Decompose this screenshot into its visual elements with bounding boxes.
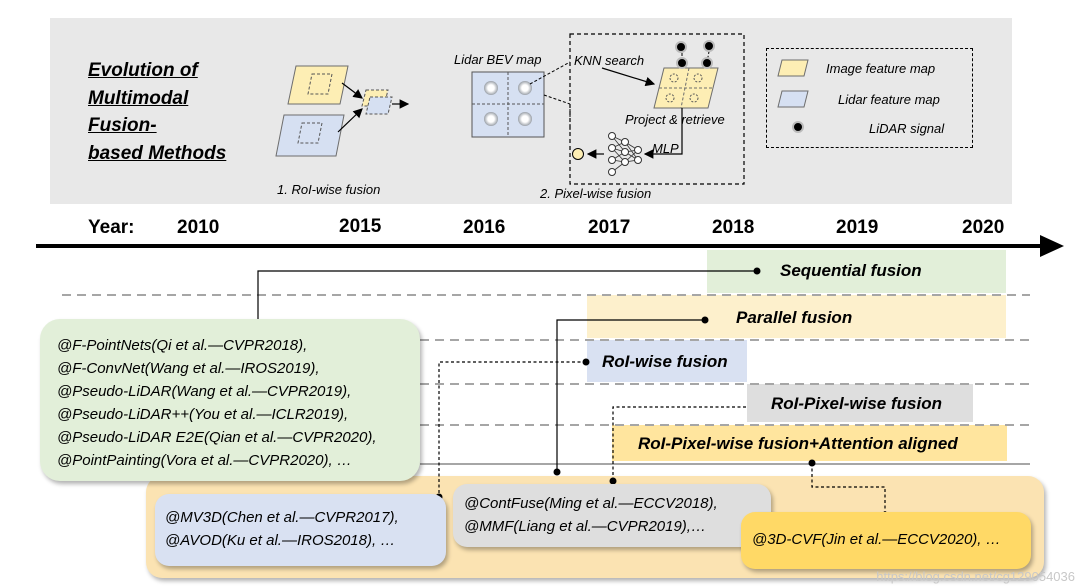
roi-fusion-sketch: [275, 65, 410, 157]
sequential-papers-box: @F-PointNets(Qi et al.—CVPR2018), @F-Con…: [40, 319, 420, 481]
roi-pixel-att-papers-box: @3D-CVF(Jin et al.—ECCV2020), …: [741, 512, 1031, 569]
year-2015: 2015: [339, 216, 382, 237]
category-roi-wise: RoI-wise fusion: [602, 352, 728, 371]
title-line-4: based Methods: [88, 142, 227, 164]
paper-item: @3D-CVF(Jin et al.—ECCV2020), …: [752, 531, 1001, 548]
mlp-label: MLP: [652, 141, 679, 156]
paper-item: @Pseudo-LiDAR(Wang et al.—CVPR2019),: [57, 383, 352, 400]
category-sequential: Sequential fusion: [780, 261, 922, 280]
roi-papers-box: @MV3D(Chen et al.—CVPR2017), @AVOD(Ku et…: [155, 494, 446, 566]
year-2010: 2010: [177, 217, 220, 238]
paper-item: @ContFuse(Ming et al.—ECCV2018),: [464, 495, 718, 512]
paper-item: @PointPainting(Vora et al.—CVPR2020), …: [57, 452, 352, 469]
legend-glyphs: [777, 59, 809, 133]
paper-item: @F-PointNets(Qi et al.—CVPR2018),: [57, 337, 308, 354]
pixel-caption: 2. Pixel-wise fusion: [540, 186, 652, 201]
paper-item: @MMF(Liang et al.—CVPR2019),…: [464, 518, 706, 535]
figure-title: Evolution of Multimodal Fusion- based Me…: [88, 57, 258, 167]
roi-caption: 1. RoI-wise fusion: [277, 182, 381, 197]
year-2016: 2016: [463, 217, 506, 238]
year-label: Year:: [88, 217, 135, 238]
watermark: https://blog.csdn.net/cg129054036: [876, 569, 1075, 584]
year-2017: 2017: [588, 217, 631, 238]
roi-pixel-band: [747, 384, 973, 422]
roi-pixel-att-band: [612, 425, 1007, 461]
paper-item: @F-ConvNet(Wang et al.—IROS2019),: [57, 360, 320, 377]
title-line-2: Multimodal: [88, 87, 189, 109]
legend: [766, 48, 973, 148]
roi-pixel-papers-box: @ContFuse(Ming et al.—ECCV2018), @MMF(Li…: [453, 484, 771, 547]
paper-item: @MV3D(Chen et al.—CVPR2017),: [165, 509, 399, 526]
project-label: Project & retrieve: [625, 112, 725, 127]
lidar-bev-label: Lidar BEV map: [454, 52, 542, 67]
legend-lidar-signal: LiDAR signal: [869, 121, 945, 136]
legend-lidar-feature: Lidar feature map: [838, 92, 940, 107]
category-roi-pixel-attention: RoI-Pixel-wise fusion+Attention aligned: [638, 434, 958, 453]
parallel-band: [587, 295, 1006, 338]
category-roi-pixel: RoI-Pixel-wise fusion: [771, 394, 942, 413]
title-line-3: Fusion-: [88, 115, 157, 136]
title-line-1: Evolution of: [88, 60, 198, 81]
paper-item: @Pseudo-LiDAR++(You et al.—ICLR2019),: [57, 406, 349, 423]
timeline-arrowhead: [1040, 235, 1064, 257]
knn-label: KNN search: [574, 53, 645, 68]
year-2019: 2019: [836, 217, 879, 238]
category-parallel: Parallel fusion: [736, 308, 853, 327]
year-2018: 2018: [712, 217, 755, 238]
paper-item: @AVOD(Ku et al.—IROS2018), …: [165, 532, 396, 549]
year-2020: 2020: [962, 217, 1005, 238]
roi-band: [587, 340, 747, 382]
legend-image-feature: Image feature map: [826, 61, 936, 76]
pixel-fusion-sketch: [471, 33, 745, 185]
paper-item: @Pseudo-LiDAR E2E(Qian et al.—CVPR2020),: [57, 429, 377, 446]
